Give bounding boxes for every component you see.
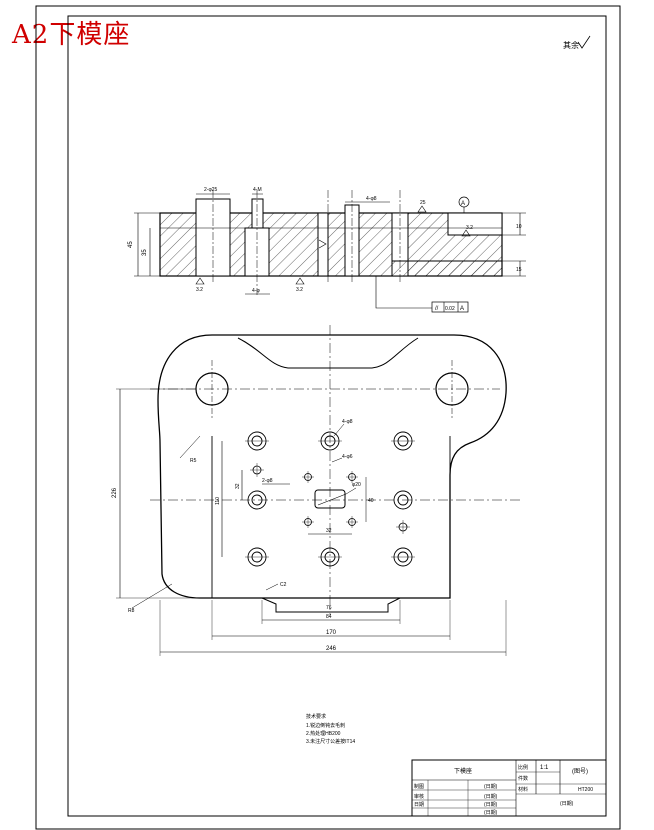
tb-scale-label: 比例 [518, 764, 528, 771]
outer-frame [35, 5, 621, 830]
notes-line1: 1.锐边倒钝去毛刺 [306, 722, 345, 729]
dim-plan-middle-width: 170 [326, 630, 337, 636]
ra-bottom-left: 3.2 [196, 287, 203, 293]
dim-chamfer: C2 [280, 582, 287, 588]
section-hole-3 [317, 212, 329, 277]
note-hole-mid: 4-φ6 [342, 454, 353, 460]
title-block [411, 759, 607, 817]
drawing-title: A2下模座 [12, 20, 131, 50]
tb-drawing-label: (图号) [572, 768, 588, 775]
note-hole-top: 4-φ8 [342, 419, 353, 425]
dim-plan-total-width: 246 [326, 646, 337, 652]
tb-part-name: 下模座 [454, 767, 472, 775]
tb-scale-value: 1:1 [540, 765, 549, 771]
tb-qty-label: 件数 [518, 775, 528, 782]
dim-slot-horizontal: 32 [326, 528, 332, 534]
dim-left-height: 45 [128, 241, 134, 248]
tolerance-frame [431, 301, 469, 313]
tolerance-datum: A [460, 306, 464, 312]
tb-cell4: (日期) [484, 810, 498, 816]
section-pocket [447, 212, 503, 236]
center-slot [314, 489, 346, 509]
dim-slot-vertical: 40 [368, 498, 374, 504]
plan-view: 226 110 32 246 170 84 76 R5 R8 C2 4-φ8 4… [112, 325, 520, 656]
note-slot: φ20 [352, 482, 361, 488]
roughness-symbol [577, 35, 591, 49]
tb-cell2: (日期) [484, 794, 498, 800]
plan-outline [157, 334, 507, 599]
notes-line3: 3.未注尺寸公差按IT14 [306, 738, 355, 745]
tb-cell5: (日期) [560, 801, 574, 807]
inner-frame [67, 15, 607, 817]
ra-right: 3.2 [466, 225, 473, 231]
tb-row1: 制图 [414, 783, 424, 790]
dim-left-inner: 35 [142, 249, 148, 256]
dim-plan-small-vertical: 32 [235, 483, 241, 489]
dim-bottom-mid: 4-φ [252, 288, 260, 294]
dim-plan-slot-width2: 76 [326, 605, 332, 611]
plan-slot [261, 597, 401, 613]
notes-line2: 2.热处理HB200 [306, 730, 341, 737]
dim-radius-top: R5 [190, 458, 197, 464]
dim-top-right-2: 25 [420, 200, 426, 206]
section-step [391, 260, 503, 277]
bolt-hole-3 [247, 490, 267, 510]
dim-top-left-1: 2-φ25 [204, 187, 217, 193]
bolt-hole-4 [393, 490, 413, 510]
tolerance-value: 0.02 [445, 306, 455, 312]
roughness-note: 其余 [563, 40, 579, 50]
dim-plan-inner-vertical: 110 [215, 497, 221, 505]
dim-plan-slot-width: 84 [326, 614, 332, 620]
dim-plan-left-vertical: 226 [112, 487, 118, 498]
tolerance-symbol: // [435, 306, 439, 312]
notes-heading: 技术要求 [306, 713, 326, 720]
tb-material-value: HT200 [578, 787, 593, 793]
dim-right-bottom: 15 [516, 267, 522, 273]
section-view: 45 35 10 15 2-φ25 4-M 4-φ8 25 A 3.2 3.2 … [128, 187, 526, 313]
datum-a-label: A [461, 201, 465, 207]
ra-bottom-mid: 3.2 [296, 287, 303, 293]
section-hole-2-top [251, 198, 264, 229]
tech-notes: 技术要求 1.锐边倒钝去毛刺 2.热处理HB200 3.未注尺寸公差按IT14 [306, 713, 355, 745]
note-hole-left: 2-φ8 [262, 478, 273, 484]
tb-cell1: (日期) [484, 784, 498, 790]
dim-top-right-1: 4-φ8 [366, 196, 377, 202]
dim-radius-bottom: R8 [128, 608, 135, 614]
tb-cell3: (日期) [484, 802, 498, 808]
tb-material-label: 材料 [518, 786, 528, 793]
dim-top-left-2: 4-M [253, 187, 262, 193]
tb-row3: 日期 [414, 802, 424, 808]
tb-row2: 审核 [414, 793, 424, 800]
dim-right-top: 10 [516, 224, 522, 230]
